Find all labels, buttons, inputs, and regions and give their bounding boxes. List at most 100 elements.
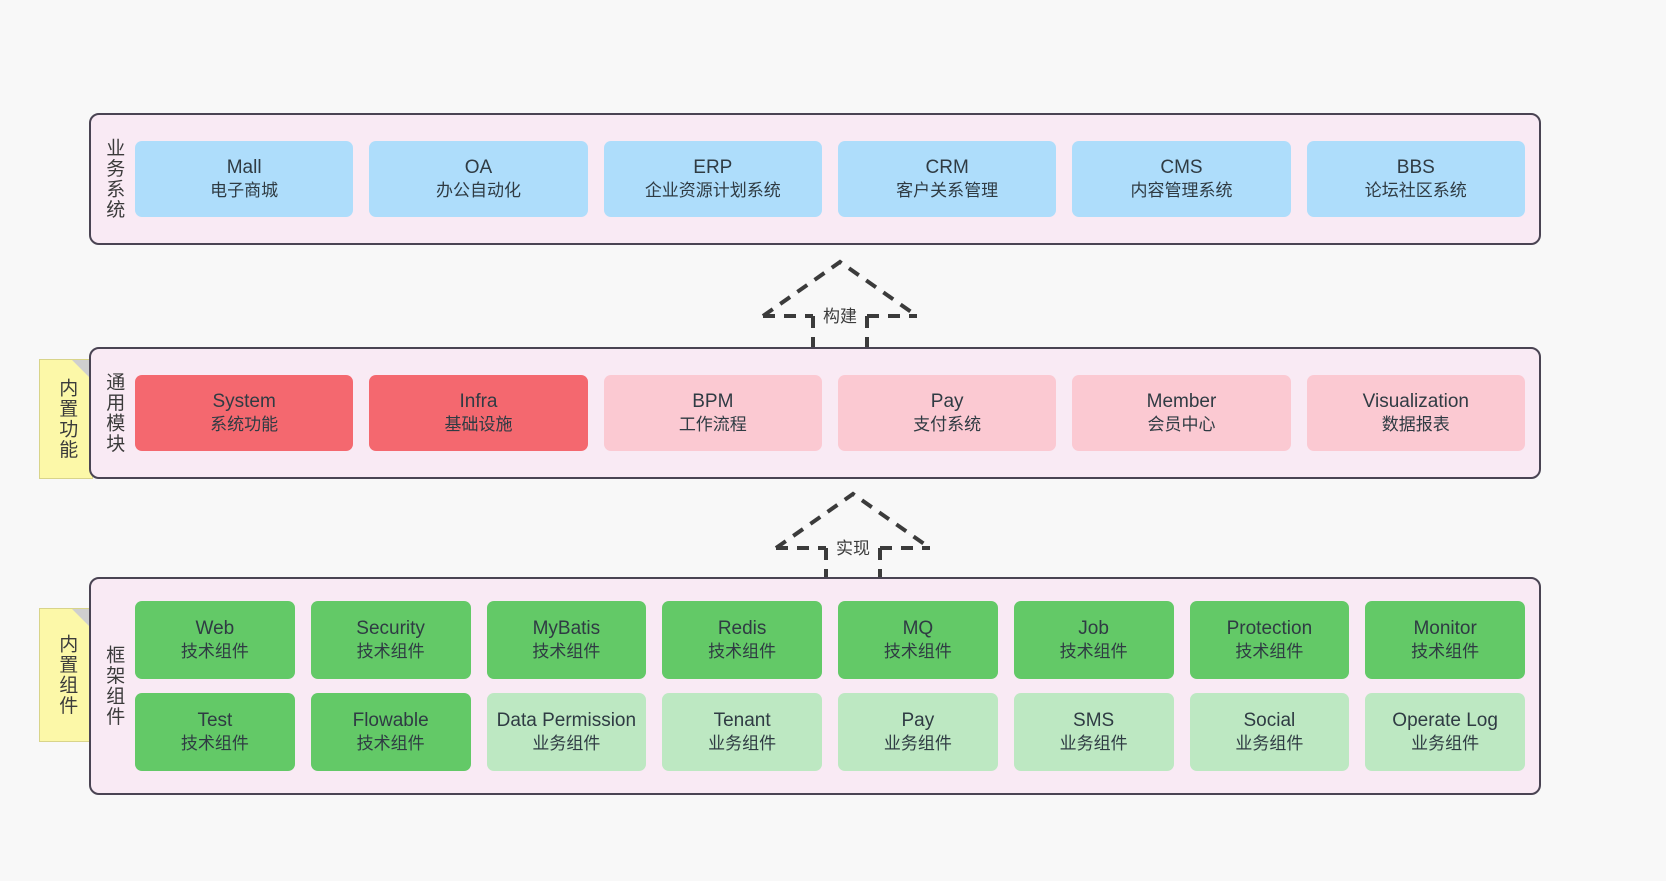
note-builtin-functions-label: 内置功能 (56, 378, 78, 460)
note-builtin-components-label: 内置组件 (56, 634, 78, 716)
card-pay-module-desc: 支付系统 (913, 414, 982, 434)
card-infra-desc: 基础设施 (444, 414, 513, 434)
card-oa-desc: 办公自动化 (435, 180, 521, 200)
card-security[interactable]: Security 技术组件 (310, 601, 471, 679)
card-operate-log[interactable]: Operate Log 业务组件 (1365, 693, 1525, 771)
card-mall-title: Mall (226, 156, 262, 178)
card-social-title: Social (1243, 709, 1296, 731)
card-test-title: Test (197, 709, 233, 731)
business-card-row: Mall 电子商城 OA 办公自动化 ERP 企业资源计划系统 CRM 客户关系… (135, 141, 1525, 217)
card-crm[interactable]: CRM 客户关系管理 (837, 141, 1057, 217)
card-infra[interactable]: Infra 基础设施 (369, 375, 588, 451)
layer-business-systems-label: 业务系统 (103, 138, 125, 220)
card-test[interactable]: Test 技术组件 (135, 693, 295, 771)
card-social[interactable]: Social 业务组件 (1189, 693, 1350, 771)
card-test-desc: 技术组件 (180, 733, 249, 753)
card-monitor[interactable]: Monitor 技术组件 (1365, 601, 1525, 679)
arrow-head-implement (774, 491, 932, 550)
card-pay-component-desc: 业务组件 (883, 733, 952, 753)
card-sms-title: SMS (1073, 709, 1115, 731)
card-erp-title: ERP (693, 156, 733, 178)
card-protection-desc: 技术组件 (1235, 641, 1304, 661)
card-protection[interactable]: Protection 技术组件 (1189, 601, 1350, 679)
card-mall[interactable]: Mall 电子商城 (135, 141, 354, 217)
layer-common-modules-label: 通用模块 (103, 372, 125, 454)
card-crm-desc: 客户关系管理 (896, 180, 999, 200)
card-member-title: Member (1146, 390, 1217, 412)
generalization-arrow-implement: 实现 (768, 490, 938, 582)
card-redis[interactable]: Redis 技术组件 (662, 601, 822, 679)
card-system[interactable]: System 系统功能 (135, 375, 354, 451)
card-mybatis-title: MyBatis (532, 617, 601, 639)
card-protection-title: Protection (1226, 617, 1313, 639)
card-oa-title: OA (464, 156, 493, 178)
card-bpm[interactable]: BPM 工作流程 (603, 375, 822, 451)
card-monitor-desc: 技术组件 (1411, 641, 1480, 661)
card-pay-component-title: Pay (901, 709, 935, 731)
card-tenant-title: Tenant (713, 709, 771, 731)
card-security-desc: 技术组件 (356, 641, 425, 661)
framework-tech-row: Web 技术组件 Security 技术组件 MyBatis 技术组件 Redi… (135, 601, 1525, 679)
card-bbs-desc: 论坛社区系统 (1364, 180, 1467, 200)
card-visualization[interactable]: Visualization 数据报表 (1306, 375, 1525, 451)
card-member[interactable]: Member 会员中心 (1072, 375, 1291, 451)
card-cms-desc: 内容管理系统 (1130, 180, 1233, 200)
card-infra-title: Infra (459, 390, 498, 412)
card-redis-desc: 技术组件 (708, 641, 777, 661)
card-redis-title: Redis (717, 617, 767, 639)
card-crm-title: CRM (925, 156, 969, 178)
card-data-permission[interactable]: Data Permission 业务组件 (486, 693, 647, 771)
card-web-title: Web (195, 617, 235, 639)
card-flowable-desc: 技术组件 (356, 733, 425, 753)
card-erp[interactable]: ERP 企业资源计划系统 (603, 141, 822, 217)
card-data-permission-desc: 业务组件 (532, 733, 601, 753)
card-operate-log-title: Operate Log (1392, 709, 1498, 731)
layer-framework-components-body: Web 技术组件 Security 技术组件 MyBatis 技术组件 Redi… (135, 579, 1539, 793)
card-pay-component[interactable]: Pay 业务组件 (838, 693, 998, 771)
card-flowable[interactable]: Flowable 技术组件 (310, 693, 471, 771)
card-mq-desc: 技术组件 (883, 641, 952, 661)
card-social-desc: 业务组件 (1235, 733, 1304, 753)
card-monitor-title: Monitor (1413, 617, 1477, 639)
layer-framework-components-label: 框架组件 (103, 645, 125, 727)
card-pay-module-title: Pay (930, 390, 964, 412)
card-web-desc: 技术组件 (180, 641, 249, 661)
card-flowable-title: Flowable (352, 709, 429, 731)
card-bpm-desc: 工作流程 (678, 414, 747, 434)
framework-biz-row: Test 技术组件 Flowable 技术组件 Data Permission … (135, 693, 1525, 771)
arrow-head-build (761, 259, 919, 318)
card-cms-title: CMS (1160, 156, 1203, 178)
layer-common-modules: 通用模块 System 系统功能 Infra 基础设施 BPM 工作流程 Pay… (89, 347, 1541, 479)
card-pay-module[interactable]: Pay 支付系统 (837, 375, 1057, 451)
generalization-arrow-build: 构建 (755, 258, 925, 350)
card-bpm-title: BPM (692, 390, 734, 412)
module-card-row: System 系统功能 Infra 基础设施 BPM 工作流程 Pay 支付系统… (135, 375, 1525, 451)
card-mybatis-desc: 技术组件 (532, 641, 601, 661)
card-mq-title: MQ (902, 617, 934, 639)
card-operate-log-desc: 业务组件 (1411, 733, 1480, 753)
card-security-title: Security (356, 617, 425, 639)
layer-business-systems-body: Mall 电子商城 OA 办公自动化 ERP 企业资源计划系统 CRM 客户关系… (135, 115, 1539, 243)
card-oa[interactable]: OA 办公自动化 (369, 141, 588, 217)
card-bbs-title: BBS (1396, 156, 1435, 178)
card-data-permission-title: Data Permission (496, 709, 637, 731)
card-member-desc: 会员中心 (1147, 414, 1216, 434)
card-mybatis[interactable]: MyBatis 技术组件 (486, 601, 647, 679)
card-job-title: Job (1078, 617, 1109, 639)
card-system-desc: 系统功能 (210, 414, 279, 434)
card-mq[interactable]: MQ 技术组件 (838, 601, 998, 679)
card-tenant-desc: 业务组件 (708, 733, 777, 753)
note-builtin-components: 内置组件 (39, 608, 93, 742)
layer-business-systems: 业务系统 Mall 电子商城 OA 办公自动化 ERP 企业资源计划系统 CRM… (89, 113, 1541, 245)
card-visualization-title: Visualization (1362, 390, 1469, 412)
card-erp-desc: 企业资源计划系统 (644, 180, 781, 200)
card-job[interactable]: Job 技术组件 (1013, 601, 1174, 679)
card-sms-desc: 业务组件 (1059, 733, 1128, 753)
card-cms[interactable]: CMS 内容管理系统 (1072, 141, 1291, 217)
card-web[interactable]: Web 技术组件 (135, 601, 295, 679)
card-bbs[interactable]: BBS 论坛社区系统 (1306, 141, 1525, 217)
card-sms[interactable]: SMS 业务组件 (1013, 693, 1174, 771)
note-builtin-functions: 内置功能 (39, 359, 93, 479)
card-tenant[interactable]: Tenant 业务组件 (662, 693, 822, 771)
card-system-title: System (212, 390, 276, 412)
